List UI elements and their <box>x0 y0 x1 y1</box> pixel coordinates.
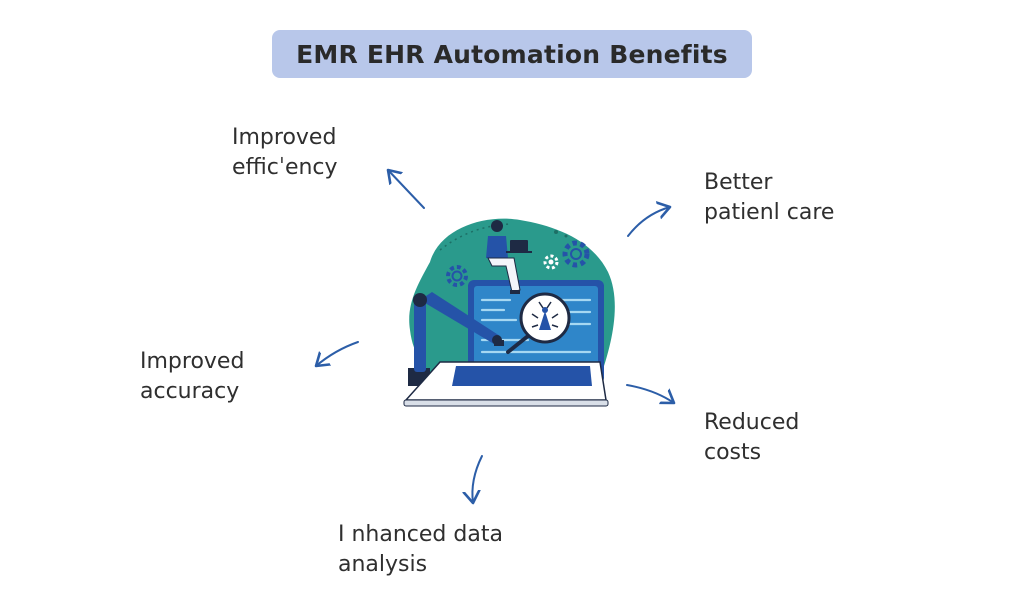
benefit-line: Improved <box>232 125 337 150</box>
gear-icon <box>543 254 559 270</box>
benefit-line: Better <box>704 170 773 195</box>
robot-arm-icon <box>408 292 504 386</box>
arrow-to-accuracy <box>316 341 359 366</box>
arrows-group <box>316 170 674 503</box>
decorative-dot <box>554 230 558 234</box>
benefit-line: efficˈency <box>232 155 338 180</box>
benefit-line: Reduced <box>704 410 800 435</box>
automation-illustration <box>403 218 615 407</box>
benefit-line: I nhanced data <box>338 522 503 547</box>
benefit-line: costs <box>704 440 762 465</box>
benefit-reduced-costs: Reduced costs <box>704 408 799 468</box>
arrow-to-data-analysis <box>472 455 483 503</box>
benefit-line: accuracy <box>140 379 240 404</box>
arrow-to-efficiency <box>388 170 425 209</box>
benefit-better-patient-care: Better patienl care <box>704 168 834 228</box>
laptop-edge <box>403 399 609 407</box>
benefit-improved-efficiency: Improved efficˈency <box>232 123 338 183</box>
decorative-arc <box>439 223 511 251</box>
laptop-keyboard <box>452 366 592 386</box>
arrow-to-patient-care <box>627 207 670 237</box>
page-title: EMR EHR Automation Benefits <box>296 39 728 69</box>
bug-icon <box>531 301 559 330</box>
gear-icon <box>562 240 590 268</box>
title-banner: EMR EHR Automation Benefits <box>272 30 752 78</box>
benefit-line: patienl care <box>704 200 835 225</box>
gear-icon <box>446 265 468 287</box>
benefit-line: analysis <box>338 552 428 577</box>
arrow-to-costs <box>626 384 674 403</box>
benefit-line: Improved <box>140 349 245 374</box>
benefit-improved-accuracy: Improved accuracy <box>140 347 244 407</box>
decorative-dot <box>564 234 568 238</box>
person-icon <box>486 220 532 294</box>
benefit-enhanced-data-analysis: I nhanced data analysis <box>338 520 503 580</box>
